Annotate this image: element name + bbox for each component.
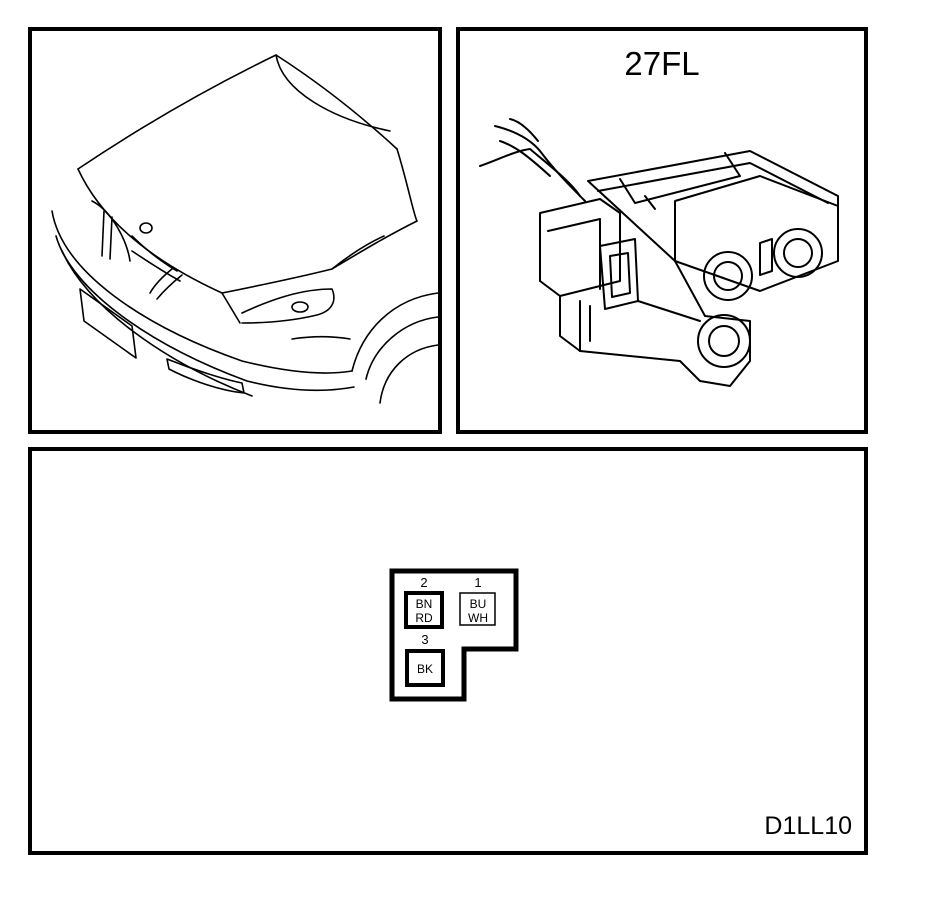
pin-3-wire-line-1: BK bbox=[417, 662, 433, 676]
pin-1-wire-line-1: BU bbox=[470, 597, 487, 611]
car-front-illustration bbox=[51, 54, 438, 404]
pin-layout-panel: 2 BN RD 1 BU WH 3 BK D1LL10 bbox=[28, 447, 868, 855]
pin-1-box bbox=[459, 592, 496, 626]
connector-illustration bbox=[479, 118, 839, 387]
connector-label: 27FL bbox=[624, 45, 700, 82]
pin-1-number: 1 bbox=[474, 575, 481, 590]
pin-3-number: 3 bbox=[421, 632, 428, 647]
connector-outline bbox=[389, 568, 519, 702]
pin-3-box bbox=[405, 649, 445, 687]
pin-2-box bbox=[404, 591, 444, 629]
connector-panel: 27FL bbox=[456, 27, 868, 434]
pin-2-wire-line-1: BN bbox=[416, 597, 433, 611]
car-location-panel bbox=[28, 27, 442, 434]
diagram-code: D1LL10 bbox=[764, 812, 852, 840]
pin-diagram: 2 BN RD 1 BU WH 3 BK bbox=[389, 568, 519, 702]
pin-2-number: 2 bbox=[420, 575, 427, 590]
pin-1-wire-line-2: WH bbox=[468, 611, 488, 625]
pin-2-wire-line-2: RD bbox=[415, 611, 433, 625]
